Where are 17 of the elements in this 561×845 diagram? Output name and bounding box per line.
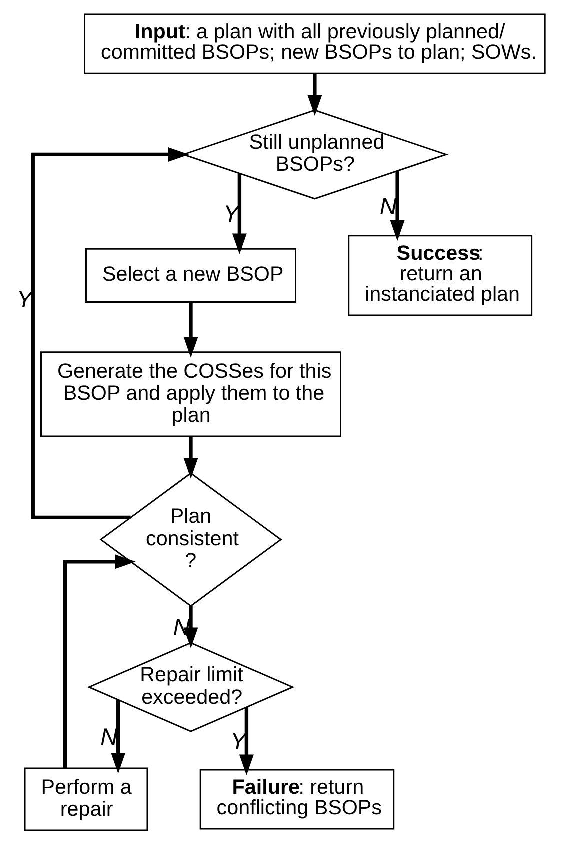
arrow bbox=[390, 172, 404, 242]
node-box: Select a new BSOP bbox=[85, 248, 296, 303]
arrow bbox=[110, 700, 126, 774]
node-box: Success: return an instanciated plan bbox=[348, 235, 532, 316]
node-box: Perform a repair bbox=[24, 768, 148, 832]
node-diamond: Plan consistent ? bbox=[99, 472, 282, 608]
arrow bbox=[183, 436, 198, 479]
node-box: Generate the COSSes for this BSOP and apply them to the plan bbox=[40, 352, 341, 438]
arrow bbox=[232, 174, 246, 254]
node-box: Input: a plan with all previously planned/ committed BSOPs; new BSOPs to plan; SOWs. bbox=[84, 14, 546, 74]
arrow bbox=[183, 606, 198, 648]
arrow bbox=[30, 147, 189, 520]
arrow bbox=[307, 74, 322, 116]
arrow bbox=[238, 707, 254, 776]
node-box: Failure: return conflicting BSOPs bbox=[199, 769, 394, 830]
arrow bbox=[62, 554, 136, 768]
arrow bbox=[183, 302, 198, 358]
